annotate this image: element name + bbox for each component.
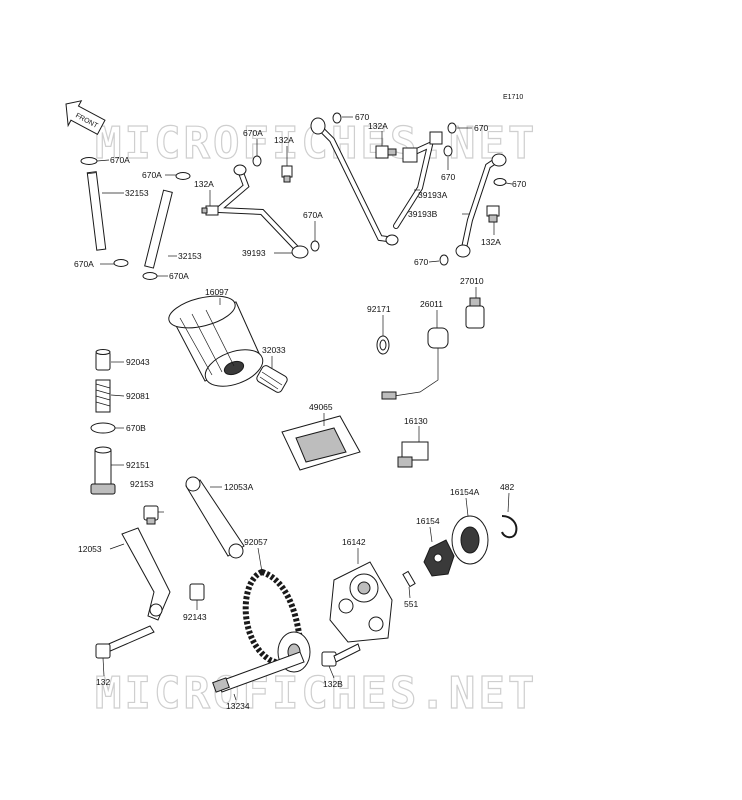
label-39193b: 39193B (408, 209, 438, 219)
fitting-upper-right (402, 131, 443, 163)
label-132b: 132B (323, 679, 343, 689)
o-ring-670-2 (447, 122, 457, 134)
label-12053: 12053 (78, 544, 102, 554)
chain-guide-12053 (121, 527, 171, 621)
label-482: 482 (500, 482, 514, 492)
label-16154a: 16154A (450, 487, 480, 497)
label-670: 670 (355, 112, 369, 122)
oil-pressure-switch-27010 (465, 297, 485, 329)
label-670: 670 (474, 123, 488, 133)
label-132: 132 (96, 677, 110, 687)
label-13234: 13234 (226, 701, 250, 711)
oil-pipe-39193 (210, 164, 309, 259)
oil-pipe-32153-left (86, 171, 107, 251)
label-670a: 670A (74, 259, 94, 269)
o-ring-670a-5 (252, 155, 262, 167)
banjo-bolt-132a-2 (281, 165, 293, 183)
cap-92043 (95, 349, 111, 371)
fitting-16130 (397, 441, 429, 468)
label-32153: 32153 (125, 188, 149, 198)
label-27010: 27010 (460, 276, 484, 286)
o-ring-670-5 (439, 254, 449, 266)
label-670: 670 (414, 257, 428, 267)
chain-guide-12053a (185, 476, 245, 559)
label-26011: 26011 (420, 299, 443, 309)
label-551: 551 (404, 599, 418, 609)
label-670b: 670B (126, 423, 146, 433)
drive-chain-92057 (242, 568, 304, 666)
label-132a: 132A (481, 237, 501, 247)
label-32153: 32153 (178, 251, 202, 261)
o-ring-670a-3 (113, 259, 129, 267)
oil-strainer-32033 (256, 365, 288, 393)
label-49065: 49065 (309, 402, 333, 412)
collar-92143 (189, 583, 205, 601)
label-16142: 16142 (342, 537, 366, 547)
label-670a: 670A (142, 170, 162, 180)
bolt-132b (321, 643, 361, 667)
o-ring-670b (90, 422, 116, 434)
strainer-plate-49065 (281, 415, 361, 471)
pin-551 (402, 570, 416, 588)
bolt-92153 (143, 505, 159, 525)
o-ring-670-1 (332, 112, 342, 124)
label-92143: 92143 (183, 612, 207, 622)
label-132a: 132A (194, 179, 214, 189)
label-92153: 92153 (130, 479, 154, 489)
oil-pressure-lead-26011 (381, 327, 449, 400)
circlip-482 (501, 515, 518, 539)
label-670a: 670A (169, 271, 189, 281)
banjo-bolt-132a-4 (486, 205, 500, 223)
bolt-132 (95, 625, 155, 659)
oil-pipe-32153-right (144, 189, 173, 269)
o-ring-670a-6 (310, 240, 320, 252)
label-39193a: 39193A (418, 190, 448, 200)
label-16130: 16130 (404, 416, 428, 426)
spring-92081 (95, 379, 111, 413)
o-ring-670-4 (493, 178, 507, 186)
label-92043: 92043 (126, 357, 150, 367)
oil-pump-16142 (329, 561, 393, 643)
label-39193: 39193 (242, 248, 266, 258)
label-12053a: 12053A (224, 482, 254, 492)
o-ring-670a-1 (80, 157, 98, 165)
o-ring-670a-4 (142, 272, 158, 280)
outer-rotor-16154a (451, 515, 489, 565)
inner-rotor-16154 (423, 539, 455, 577)
label-16154: 16154 (416, 516, 440, 526)
oil-pipe-39193a (310, 117, 435, 246)
banjo-bolt-132a-1 (201, 205, 219, 216)
clamp-92171 (376, 335, 390, 355)
oil-pipe-39193b (455, 153, 507, 258)
o-ring-670-3 (443, 145, 453, 157)
label-670a: 670A (243, 128, 263, 138)
label-132a: 132A (274, 135, 294, 145)
pump-shaft-13234 (212, 651, 305, 693)
label-32033: 32033 (262, 345, 286, 355)
label-670: 670 (512, 179, 526, 189)
label-670: 670 (441, 172, 455, 182)
label-92057: 92057 (244, 537, 268, 547)
label-92171: 92171 (367, 304, 391, 314)
front-arrow-icon: FRONT (65, 100, 106, 135)
label-16097: 16097 (205, 287, 229, 297)
fitting-92151 (90, 446, 116, 495)
watermark-bottom: MICROFICHES.NET (95, 668, 537, 719)
o-ring-670a-2 (175, 172, 191, 180)
banjo-bolt-132a-3 (375, 145, 397, 159)
label-670a: 670A (110, 155, 130, 165)
label-670a: 670A (303, 210, 323, 220)
label-92151: 92151 (126, 460, 150, 470)
label-92081: 92081 (126, 391, 150, 401)
label-132a: 132A (368, 121, 388, 131)
oil-filter-16097 (168, 295, 264, 387)
diagram-code: E1710 (503, 94, 523, 101)
